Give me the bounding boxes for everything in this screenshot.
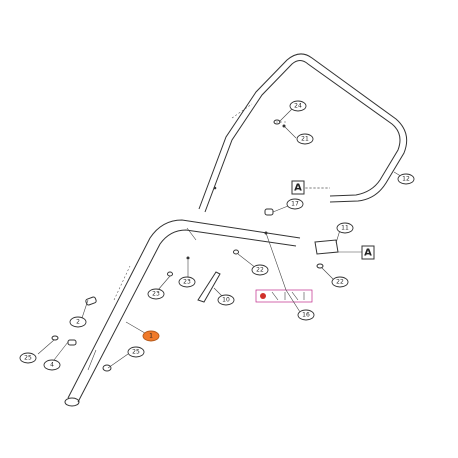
washer-22-right [316,263,324,269]
upper-handle [198,53,408,213]
bolt-21 [282,124,286,128]
knob-17 [264,208,274,216]
lower-handle [64,219,301,407]
callout-22-mid[interactable]: 22 [251,264,269,276]
callout-24[interactable]: 24 [289,100,307,112]
clip-dot [213,186,217,190]
callout-4-text: 4 [50,362,54,369]
callout-12[interactable]: 12 [397,173,415,185]
pin-4 [67,339,77,346]
callout-17[interactable]: 17 [286,198,304,210]
bolt-23 [186,256,190,260]
ref-a-lower-text: A [364,248,372,259]
leader-lines [37,108,405,369]
callout-16[interactable]: 16 [297,309,315,321]
lever-10 [197,271,221,303]
callout-1-text: 1 [149,333,153,340]
callout-23-mid-text: 23 [183,279,191,286]
callout-10[interactable]: 10 [217,294,235,306]
washer-22-mid [233,249,239,255]
callout-23-left[interactable]: 23 [147,288,165,300]
callout-16-text: 16 [302,312,310,319]
ref-box-a-lower: A [361,245,375,260]
washer-22-left [167,271,173,277]
callout-22-right[interactable]: 22 [331,276,349,288]
callout-22-right-text: 22 [336,279,344,286]
ref-a-upper-text: A [294,183,302,194]
ref-box-a-upper: A [291,180,305,195]
clip-frame [255,289,313,303]
cable-clip-16 [255,289,313,303]
hardware [51,119,339,372]
callout-23-mid[interactable]: 23 [178,276,196,288]
pin-2 [85,296,97,306]
callout-25-right-text: 25 [132,349,140,356]
callout-25-left-text: 25 [24,355,32,362]
callout-11[interactable]: 11 [336,222,354,234]
callout-25-left[interactable]: 25 [19,352,37,364]
callout-25-right[interactable]: 25 [127,346,145,358]
callout-1-highlighted[interactable]: 1 [142,330,160,342]
callout-17-text: 17 [291,201,299,208]
callout-24-text: 24 [294,103,302,110]
callout-12-text: 12 [402,176,410,183]
callout-11-text: 11 [341,225,349,232]
clip-red-part [260,293,266,299]
callout-4[interactable]: 4 [43,359,61,371]
washer-25-right [102,364,112,372]
washer-24 [273,119,281,125]
bracket-11 [314,239,339,255]
part-labels: 24 21 12 17 11 22 22 23 23 10 16 2 4 25 … [19,100,415,371]
callout-2[interactable]: 2 [69,316,87,328]
callout-21[interactable]: 21 [296,133,314,145]
callout-2-text: 2 [76,319,80,326]
callout-10-text: 10 [222,297,230,304]
callout-23-left-text: 23 [152,291,160,298]
callout-21-text: 21 [301,136,309,143]
washer-25-left [51,335,59,341]
callout-22-mid-text: 22 [256,267,264,274]
